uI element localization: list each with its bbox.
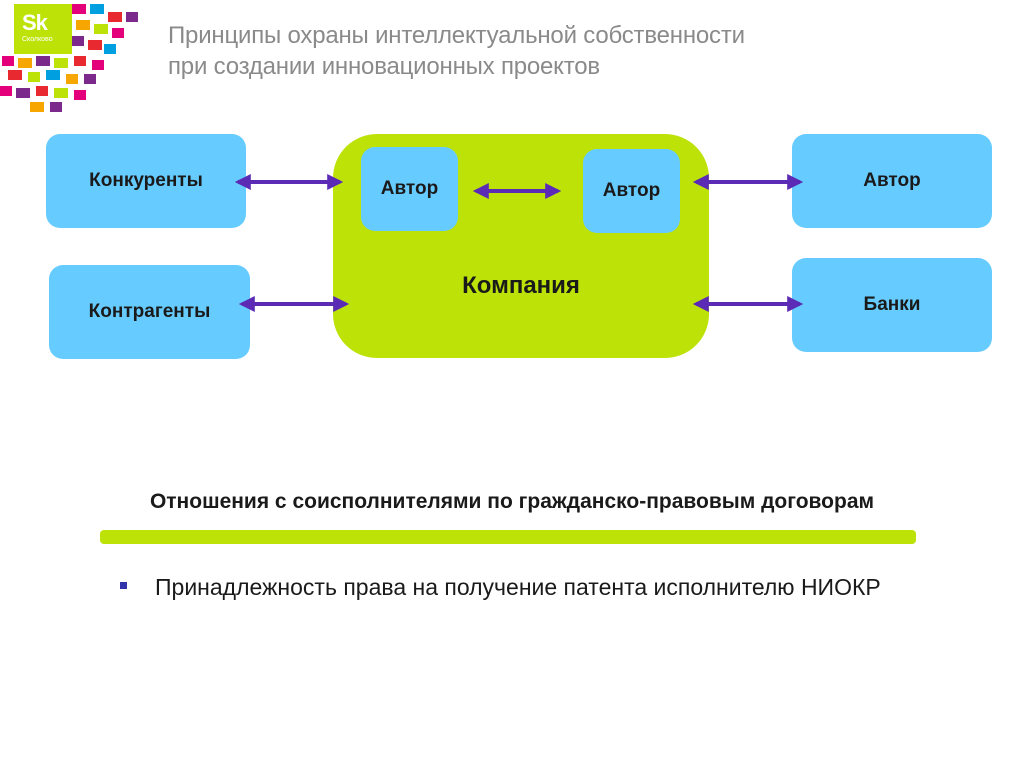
bullet-text: Принадлежность права на получение патент…: [155, 574, 881, 600]
inner-author-right: Автор: [583, 149, 680, 233]
company-label: Компания: [462, 272, 580, 299]
inner-author-left: Автор: [361, 147, 458, 231]
logo-wordmark: Сколково: [22, 36, 53, 43]
skolkovo-logo: Sk Сколково: [0, 0, 150, 115]
competitors-box: Конкуренты: [46, 134, 246, 228]
logo-mosaic-icon: [0, 4, 138, 112]
counterparties-box: Контрагенты: [49, 265, 250, 359]
title-line-2: при создании инновационных проектов: [168, 53, 600, 80]
banks-box: Банки: [792, 258, 992, 352]
bullet-icon: [120, 582, 127, 590]
logo-mark: Sk: [22, 10, 48, 35]
list-item: Принадлежность права на получение патент…: [120, 574, 881, 601]
author-box-right: Автор: [792, 134, 992, 228]
section-divider: [100, 530, 916, 544]
title-line-1: Принципы охраны интеллектуальной собстве…: [168, 22, 745, 49]
section-title: Отношения с соисполнителями по гражданск…: [149, 490, 875, 513]
page-title: Принципы охраны интеллектуальной собстве…: [168, 20, 745, 82]
